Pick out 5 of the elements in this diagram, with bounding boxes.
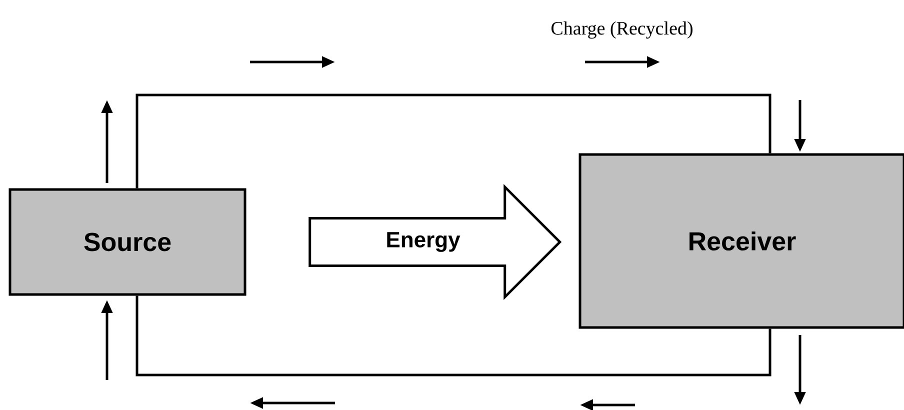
process-box: Receiver [578,153,904,329]
wire [136,296,772,376]
wire [136,94,772,188]
process-box: Source [8,188,246,296]
annotation: Charge (Recycled) [551,21,692,39]
